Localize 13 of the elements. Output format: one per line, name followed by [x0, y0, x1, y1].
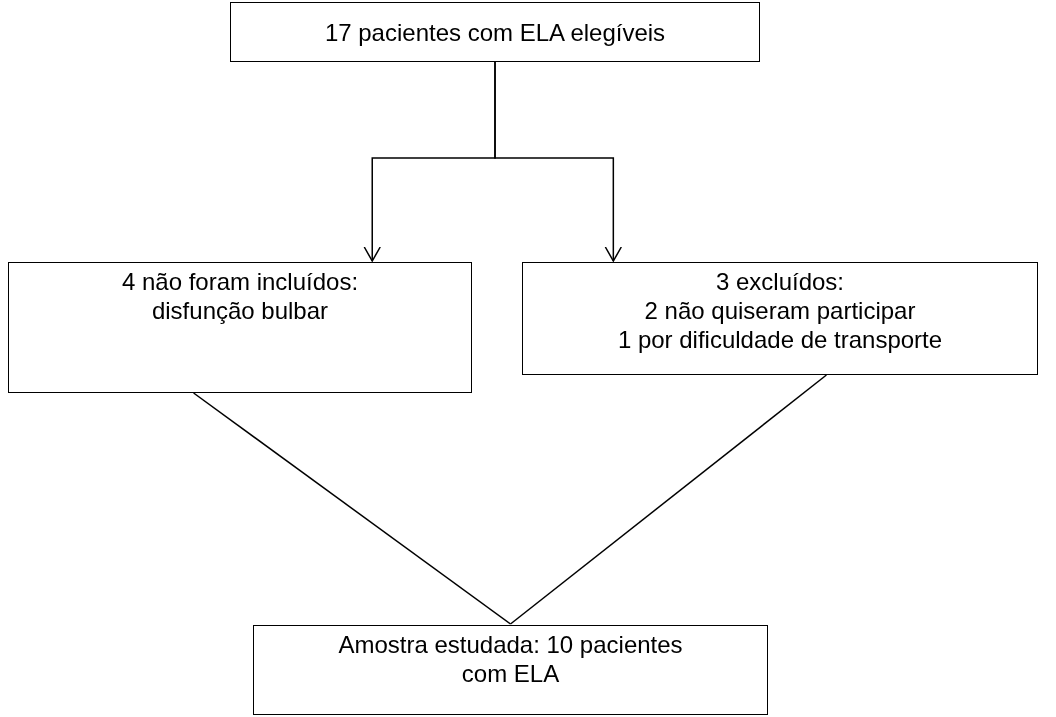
- process-box: [253, 625, 768, 715]
- box-text: 1 por dificuldade de transporte: [617, 325, 943, 354]
- connector-line: [192, 392, 512, 625]
- box-text: 17 pacientes com ELA elegíveis: [324, 17, 666, 47]
- box-text: 2 não quiseram participar: [644, 296, 916, 325]
- box-text: 4 não foram incluídos: disfunção bulbar: [120, 267, 360, 325]
- box-text: 3 excluídos:: [715, 267, 845, 296]
- arrow: [494, 61, 623, 262]
- connector-line: [509, 374, 828, 625]
- process-box: [8, 262, 472, 393]
- process-box: [522, 262, 1038, 375]
- process-box: [230, 2, 760, 62]
- box-text: Amostra estudada: 10 pacientes com ELA: [337, 630, 684, 688]
